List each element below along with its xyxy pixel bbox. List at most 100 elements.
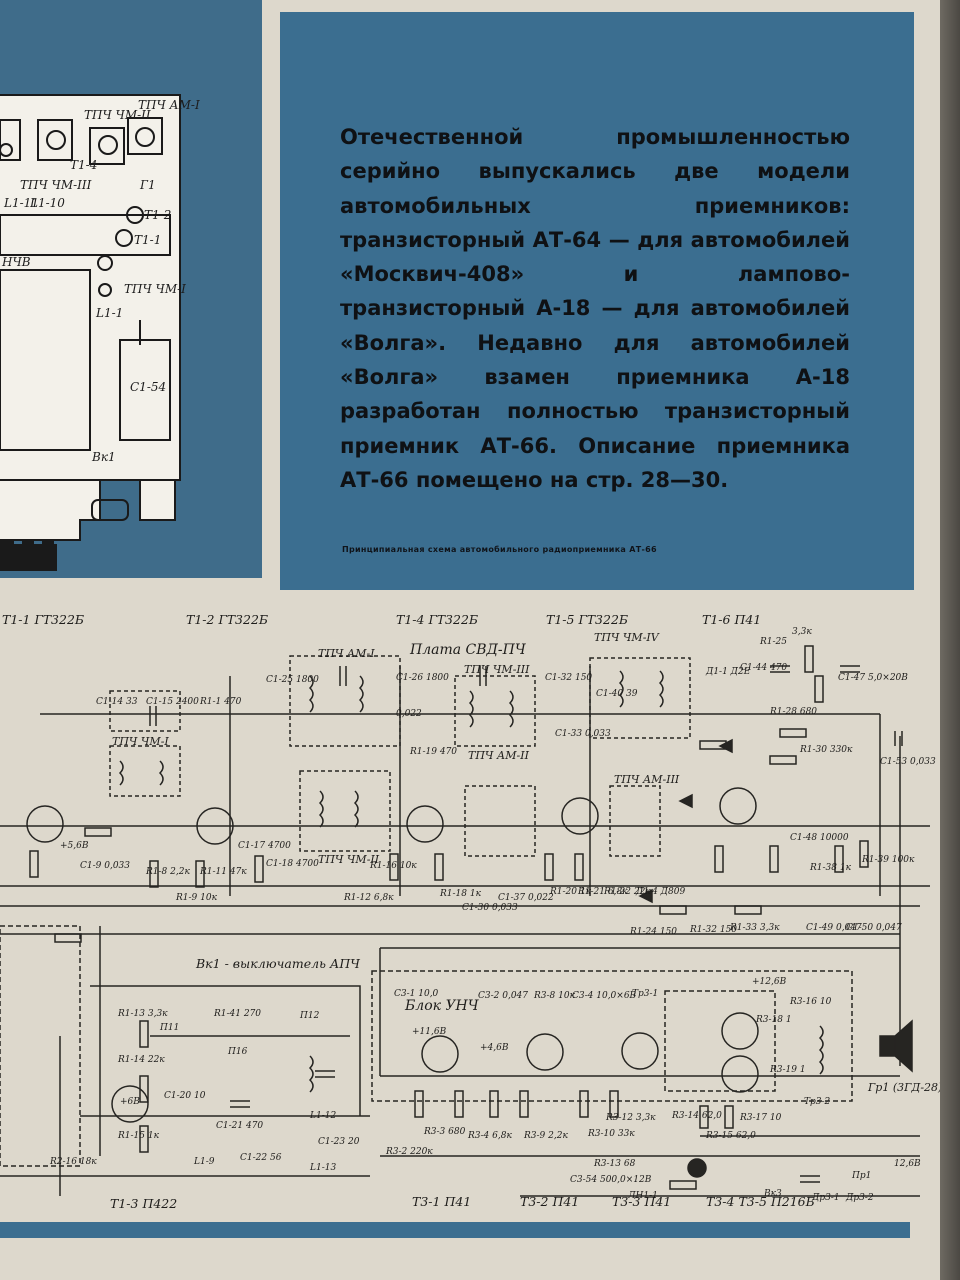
device-label: ТПЧ ЧМ-III bbox=[20, 178, 92, 192]
device-label: НЧВ bbox=[2, 255, 31, 269]
block-label: ТПЧ ЧМ-IV bbox=[594, 631, 659, 644]
board-label: Блок УНЧ bbox=[405, 998, 479, 1014]
device-label: L1-11 bbox=[4, 196, 39, 210]
component-label: R1-33 3,3к bbox=[730, 923, 780, 933]
device-label: ТПЧ ЧМ-I bbox=[124, 282, 186, 296]
component-label: R1-1 470 bbox=[200, 697, 242, 707]
component-label: С1-14 33 bbox=[96, 697, 138, 707]
component-label: R2-16 18к bbox=[50, 1157, 97, 1167]
component-label: С1-9 0,033 bbox=[80, 861, 131, 871]
component-label: Д1-1 Д2Е bbox=[706, 667, 751, 677]
device-label: Вк1 bbox=[92, 450, 116, 464]
component-label: R1-14 22к bbox=[118, 1055, 165, 1065]
component-label: L1-12 bbox=[310, 1111, 337, 1121]
block-label: ТПЧ ЧМ-III bbox=[464, 663, 530, 676]
component-label: Тр3-1 bbox=[632, 989, 659, 999]
component-label: R3-19 1 bbox=[770, 1065, 806, 1075]
figure-caption: Принципиальная схема автомобильного ради… bbox=[342, 545, 657, 554]
component-label: Др3-2 bbox=[846, 1193, 874, 1203]
device-label: L1-10 bbox=[30, 196, 65, 210]
component-label: Тр3-2 bbox=[804, 1097, 831, 1107]
component-label: Пр1 bbox=[852, 1171, 872, 1181]
component-label: R3-18 1 bbox=[756, 1015, 792, 1025]
component-label: R1-9 10к bbox=[176, 893, 217, 903]
component-label: С3-4 10,0×6В bbox=[572, 991, 637, 1001]
board-label: Плата СВД-ПЧ bbox=[410, 642, 526, 658]
component-label: +5,6В bbox=[60, 841, 89, 851]
component-label: Др3-1 bbox=[812, 1193, 840, 1203]
component-label: С1-48 10000 bbox=[790, 833, 849, 843]
page-edge bbox=[940, 0, 960, 1280]
switch-label: Вк1 - выключатель АПЧ bbox=[196, 956, 360, 971]
component-label: С1-30 0,033 bbox=[462, 903, 518, 913]
component-label: R1-24 150 bbox=[630, 927, 678, 937]
component-label: R1-18 1к bbox=[440, 889, 481, 899]
block-label: ТПЧ АМ-III bbox=[614, 773, 680, 786]
block-label: ТПЧ АМ-I bbox=[318, 647, 375, 660]
component-label: R3-17 10 bbox=[740, 1113, 782, 1123]
component-label: С1-17 4700 bbox=[238, 841, 291, 851]
transistor-label: Т1-1 ГТ322Б bbox=[2, 612, 85, 627]
component-label: С1-21 470 bbox=[216, 1121, 264, 1131]
component-label: R1-39 100к bbox=[862, 855, 915, 865]
component-label: С1-44 470 bbox=[740, 663, 788, 673]
component-label: R3-2 220к bbox=[386, 1147, 433, 1157]
component-label: R1-25 bbox=[760, 637, 787, 647]
component-label: С1-26 1800 bbox=[396, 673, 449, 683]
transistor-label: Т3-4 Т3-5 П216Б bbox=[706, 1194, 815, 1209]
component-label: С1-22 56 bbox=[240, 1153, 282, 1163]
block-label: ТПЧ АМ-II bbox=[468, 749, 529, 762]
transistor-label: Т1-2 ГТ322Б bbox=[186, 612, 269, 627]
description-panel: Отечественной промышленностью серийно вы… bbox=[280, 12, 914, 590]
component-label: +6В bbox=[120, 1097, 140, 1107]
speaker-label: Гр1 (3ГД-28) bbox=[868, 1081, 943, 1094]
component-label: L1-9 bbox=[194, 1157, 215, 1167]
component-label: R3-12 3,3к bbox=[606, 1113, 656, 1123]
component-label: R1-28 680 bbox=[770, 707, 818, 717]
component-label: С1-25 1800 bbox=[266, 675, 319, 685]
component-label: С1-23 20 bbox=[318, 1137, 360, 1147]
component-label: 3,3к bbox=[792, 627, 812, 637]
transistor-label: Т3-3 П41 bbox=[612, 1194, 672, 1209]
component-label: R1-20 1к bbox=[550, 887, 591, 897]
component-label: +4,6В bbox=[480, 1043, 509, 1053]
device-label: ТПЧ ЧМ-II bbox=[84, 108, 151, 122]
component-label: R1-21 6,8к bbox=[578, 887, 628, 897]
component-label: R1-22 22к bbox=[604, 887, 651, 897]
transistor-label: Т1-5 ГТ322Б bbox=[546, 612, 629, 627]
device-label: L1-1 bbox=[96, 306, 124, 320]
component-label: С1-15 2400 bbox=[146, 697, 199, 707]
component-label: С3-1 10,0 bbox=[394, 989, 439, 999]
component-label: С3-54 500,0×12В bbox=[570, 1175, 652, 1185]
component-label: R3-15 62,0 bbox=[706, 1131, 756, 1141]
device-label: С1-54 bbox=[130, 380, 167, 394]
circuit-schematic: Т1-1 ГТ322Б Т1-2 ГТ322Б Т1-4 ГТ322Б Т1-5… bbox=[0, 596, 943, 1216]
component-label: +12,6В bbox=[752, 977, 787, 987]
component-label: С3-2 0,047 bbox=[478, 991, 529, 1001]
component-label: ЛН1-1 bbox=[628, 1191, 658, 1201]
component-label: R3-4 6,8к bbox=[468, 1131, 512, 1141]
block-label: ТПЧ ЧМ-I bbox=[112, 735, 169, 748]
component-label: R3-8 10к bbox=[534, 991, 575, 1001]
component-label: R1-11 47к bbox=[200, 867, 247, 877]
device-illustration-panel: ТПЧ ЧМ-II ТПЧ АМ-I Т1-4 ТПЧ ЧМ-III Г1 L1… bbox=[0, 0, 262, 578]
intro-paragraph: Отечественной промышленностью серийно вы… bbox=[340, 125, 850, 492]
component-label: Д1-4 Д809 bbox=[636, 887, 686, 897]
component-label: С1-18 4700 bbox=[266, 859, 319, 869]
component-label: R3-14 62,0 bbox=[672, 1111, 722, 1121]
component-label: С1-49 0,047 bbox=[806, 923, 862, 933]
component-label: С1-50 0,047 bbox=[846, 923, 902, 933]
transistor-label: Т1-3 П422 bbox=[110, 1196, 178, 1211]
component-label: С1-37 0,022 bbox=[498, 893, 554, 903]
block-label: ТПЧ ЧМ-II bbox=[318, 853, 380, 866]
component-label: R3-10 33к bbox=[588, 1129, 635, 1139]
device-label: Т1-4 bbox=[70, 158, 98, 172]
component-label: С1-47 5,0×20В bbox=[838, 673, 908, 683]
device-label: Т1-2 bbox=[144, 208, 172, 222]
component-label: R1-12 6,8к bbox=[344, 893, 394, 903]
page-bottom-bar bbox=[0, 1222, 910, 1238]
component-label: R3-13 68 bbox=[594, 1159, 636, 1169]
component-label: R1-15 1к bbox=[118, 1131, 159, 1141]
component-label: +11,6В bbox=[412, 1027, 447, 1037]
component-label: Вк3 bbox=[764, 1189, 782, 1199]
